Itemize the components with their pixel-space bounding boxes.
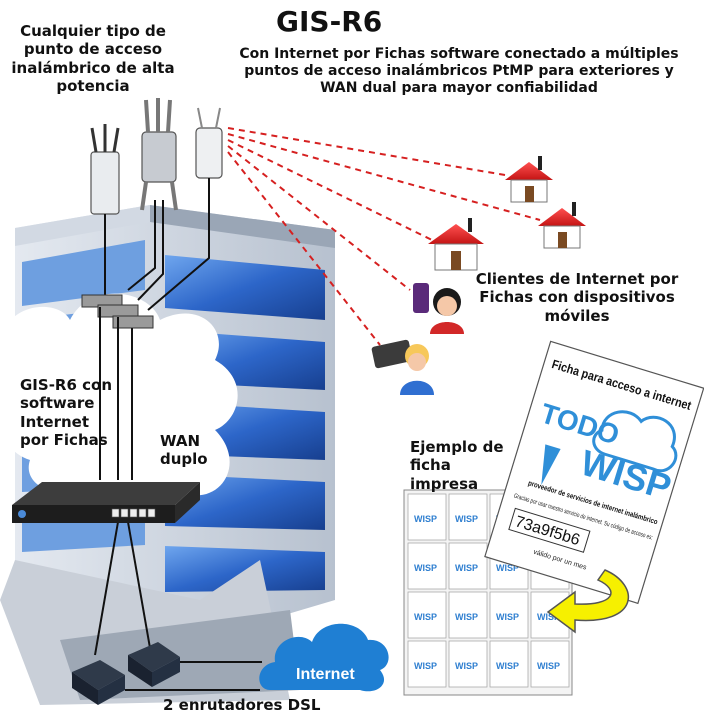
access-point-antennas bbox=[90, 98, 223, 215]
wan-label: WAN duplo bbox=[160, 432, 208, 469]
svg-text:WISP: WISP bbox=[414, 514, 437, 524]
zoom-arrow bbox=[546, 569, 630, 634]
ticket-example-label: Ejemplo de ficha impresa bbox=[410, 438, 504, 493]
wireless-links bbox=[227, 127, 541, 346]
client-houses bbox=[428, 156, 586, 271]
dsl-routers-label: 2 enrutadores DSL bbox=[163, 696, 321, 714]
access-points-label: Cualquier tipo de punto de acceso inalám… bbox=[11, 22, 175, 95]
svg-text:WISP: WISP bbox=[455, 514, 478, 524]
internet-cloud bbox=[259, 623, 389, 692]
svg-text:WISP: WISP bbox=[496, 612, 519, 622]
svg-text:WISP: WISP bbox=[414, 661, 437, 671]
clients-label: Clientes de Internet por Fichas con disp… bbox=[475, 270, 679, 325]
gis-r6-router bbox=[12, 482, 200, 523]
svg-text:WISP: WISP bbox=[455, 661, 478, 671]
svg-text:WISP: WISP bbox=[537, 661, 560, 671]
antenna-cables bbox=[104, 178, 210, 311]
svg-text:WISP: WISP bbox=[455, 612, 478, 622]
router-label: GIS-R6 con software Internet por Fichas bbox=[20, 376, 113, 449]
svg-text:WISP: WISP bbox=[496, 563, 519, 573]
dsl-routers bbox=[72, 642, 180, 705]
poe-injectors bbox=[81, 294, 154, 329]
router-cables bbox=[94, 307, 151, 656]
page-title: GIS-R6 bbox=[276, 5, 383, 38]
enlarged-ticket: Ficha para acceso a internet TODO WISP p… bbox=[484, 340, 704, 605]
svg-text:WISP: WISP bbox=[414, 612, 437, 622]
internet-cloud-label: Internet bbox=[296, 666, 355, 683]
svg-text:WISP: WISP bbox=[537, 612, 560, 622]
svg-text:WISP: WISP bbox=[496, 661, 519, 671]
svg-text:WISP: WISP bbox=[455, 563, 478, 573]
svg-text:WISP: WISP bbox=[414, 563, 437, 573]
mobile-users bbox=[371, 283, 464, 395]
subtitle: Con Internet por Fichas software conecta… bbox=[239, 46, 679, 97]
